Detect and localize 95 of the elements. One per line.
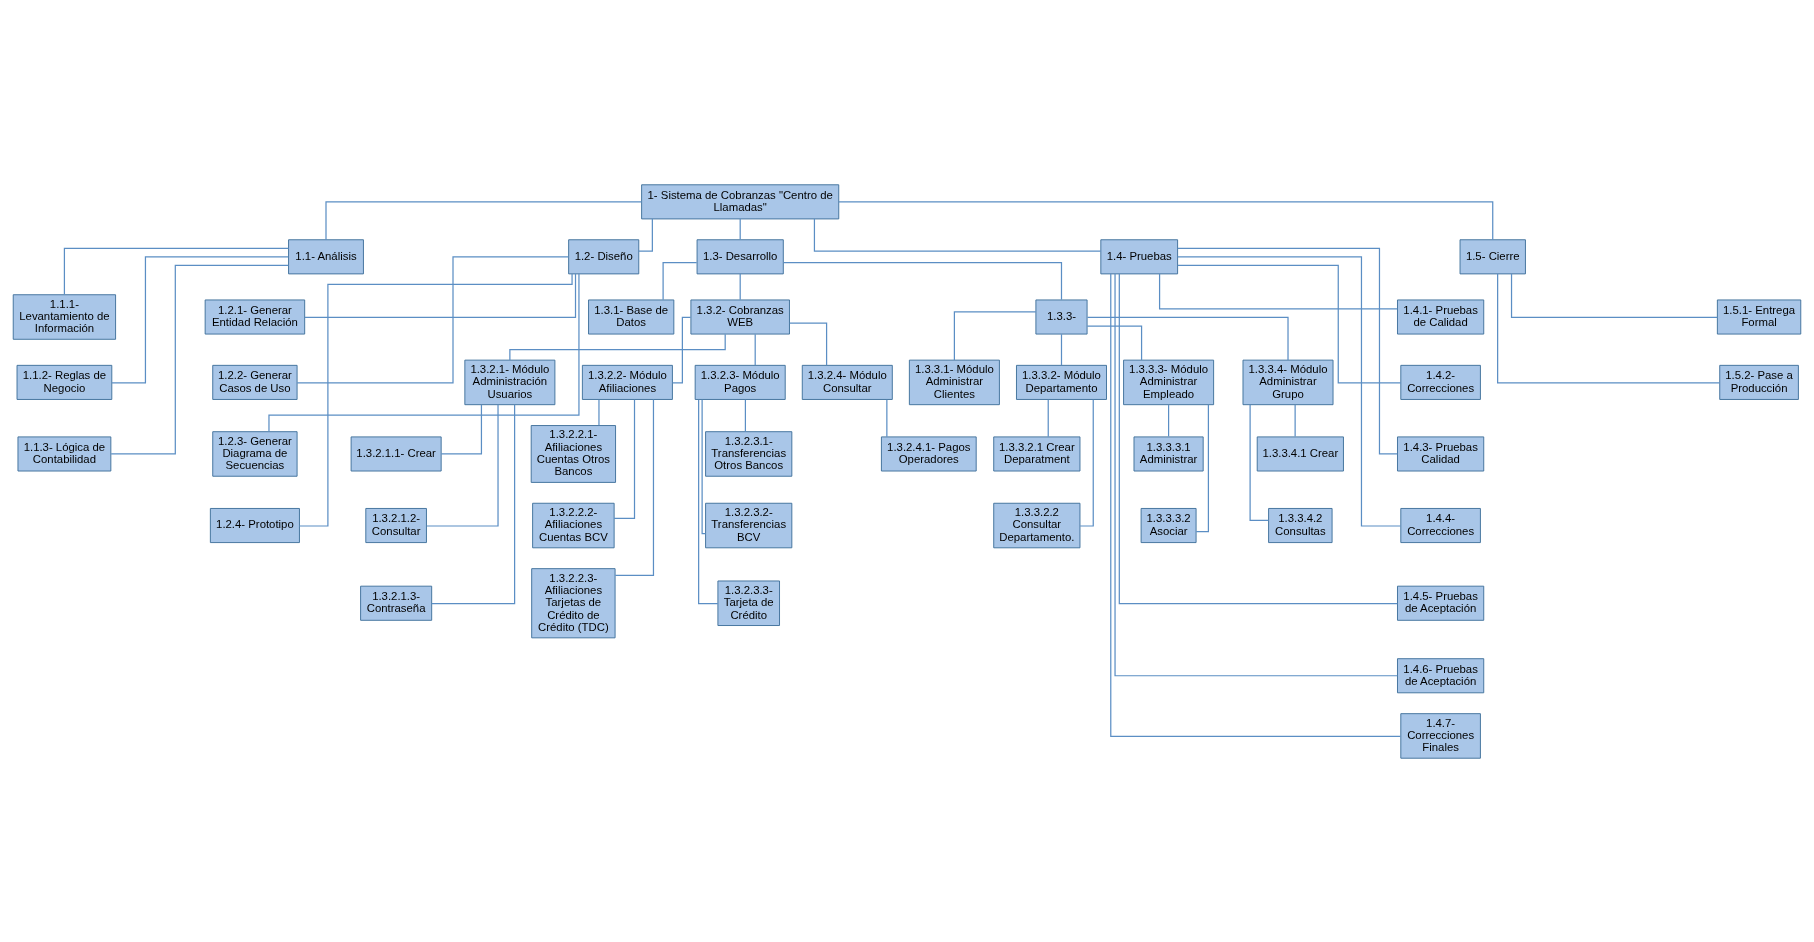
- node-box: 1.3.3.4- Módulo Administrar Grupo: [1242, 359, 1334, 405]
- node-box: 1.4.1- Pruebas de Calidad: [1397, 298, 1485, 335]
- connector: [1294, 403, 1296, 437]
- node-box: 1.4.5- Pruebas de Aceptación: [1397, 585, 1485, 621]
- node-box: 1.3.2.2.2- Afiliaciones Cuentas BCV: [532, 502, 615, 548]
- connector: [671, 316, 692, 383]
- connector: [1110, 272, 1402, 737]
- node-box: 1.3.2.1.2- Consultar: [365, 507, 427, 543]
- node-box: 1.1.3- Lógica de Contabilidad: [17, 435, 112, 471]
- connector: [613, 398, 636, 519]
- connector: [1086, 324, 1143, 361]
- connector: [325, 200, 643, 240]
- connector: [1114, 272, 1398, 676]
- connector: [1167, 403, 1170, 437]
- connector: [1177, 247, 1398, 455]
- connector: [1060, 333, 1063, 366]
- node-box: 1.1- Análisis: [288, 238, 364, 274]
- node-box: 1.3.2.1.1- Crear: [350, 435, 442, 471]
- node-box: 1.3.2.4- Módulo Consultar: [801, 364, 893, 400]
- node-box: 1.3.2.2.1- Afiliaciones Cuentas Otros Bancos: [530, 424, 617, 483]
- node-box: 1.1.2- Reglas de Negocio: [16, 364, 113, 400]
- node-box: 1.4.3- Pruebas Calidad: [1397, 435, 1485, 471]
- connector: [111, 255, 289, 383]
- connector: [782, 261, 1063, 300]
- connector: [886, 398, 888, 437]
- node-box: 1.3.3.4.1 Crear: [1256, 435, 1344, 471]
- node-box: 1.3.3.2.1 Crear Deparatment: [993, 435, 1081, 471]
- connector: [598, 398, 600, 426]
- node-box: 1.3.2.3.1- Transferencias Otros Bancos: [705, 430, 793, 477]
- connector: [1195, 403, 1209, 532]
- node-box: 1.3.2.2- Módulo Afiliaciones: [581, 364, 673, 400]
- node-box: 1.3.2.1.3- Contraseña: [360, 585, 433, 621]
- connector: [1118, 272, 1398, 604]
- connector: [953, 310, 1037, 361]
- node-box: 1.4.7- Correcciones Finales: [1400, 712, 1481, 759]
- connector: [1497, 272, 1721, 383]
- node-box: 1.3.2.3.3- Tarjeta de Crédito: [717, 580, 780, 626]
- connector: [739, 217, 741, 240]
- connector: [1086, 316, 1289, 361]
- connector: [431, 403, 516, 604]
- connector: [1510, 272, 1718, 318]
- connector: [1047, 398, 1049, 437]
- node-box: 1.2.4- Prototipo: [209, 507, 300, 543]
- node-box: 1.3- Desarrollo: [696, 238, 784, 274]
- connector: [838, 200, 1494, 240]
- node-box: 1.3.3.3- Módulo Administrar Empleado: [1123, 359, 1215, 405]
- node-box: 1.5.2- Pase a Producción: [1719, 364, 1799, 400]
- node-box: 1.3.2- Cobranzas WEB: [690, 298, 790, 335]
- connector: [614, 398, 655, 576]
- node-box: 1.3.3.2- Módulo Departamento: [1016, 364, 1107, 400]
- node-box: 1.3.2.1- Módulo Administración Usuarios: [464, 359, 556, 405]
- node-box: 1.3.3.3.1 Administrar: [1133, 435, 1204, 471]
- connector: [440, 403, 483, 455]
- node-box: 1.4.6- Pruebas de Aceptación: [1397, 657, 1485, 693]
- node-box: 1.3.3.1- Módulo Administrar Clientes: [908, 359, 1000, 405]
- node-box: 1.5.1- Entrega Formal: [1716, 298, 1802, 335]
- connector: [304, 272, 577, 318]
- node-box: 1.3.2.3.2- Transferencias BCV: [705, 502, 793, 548]
- node-box: 1.3.3.2.2 Consultar Departamento.: [993, 502, 1081, 548]
- node-box: 1.4.2- Correcciones: [1400, 364, 1481, 400]
- node-box: 1.2- Diseño: [568, 238, 640, 274]
- connector: [63, 247, 290, 295]
- node-box: 1- Sistema de Cobranzas "Centro de Llamadas": [641, 183, 840, 219]
- node-box: 1.4.4- Correcciones: [1400, 507, 1481, 543]
- connector: [296, 255, 569, 383]
- node-box: 1.3.3.3.2 Asociar: [1140, 507, 1197, 543]
- connector: [1177, 264, 1402, 383]
- connector: [739, 272, 741, 300]
- node-box: 1.3.3-: [1035, 298, 1088, 335]
- connector: [1158, 272, 1398, 310]
- node-box: 1.2.2- Generar Casos de Uso: [212, 364, 298, 400]
- connector: [662, 261, 698, 300]
- connector: [638, 217, 653, 252]
- connector: [110, 264, 289, 455]
- node-box: 1.3.3.4.2 Consultas: [1268, 507, 1333, 543]
- connector: [509, 333, 726, 361]
- node-box: 1.3.2.2.3- Afiliaciones Tarjetas de Crédito de Crédito (TDC): [531, 567, 616, 638]
- connector: [1177, 255, 1402, 527]
- node-box: 1.3.2.3- Módulo Pagos: [694, 364, 786, 400]
- node-box: 1.3.2.4.1- Pagos Operadores: [880, 435, 977, 471]
- node-box: 1.2.1- Generar Entidad Relación: [204, 298, 306, 335]
- connector: [426, 403, 499, 527]
- connector: [744, 398, 746, 432]
- connector: [813, 217, 1102, 252]
- connector: [701, 398, 707, 534]
- connector: [1079, 398, 1094, 527]
- connector: [789, 322, 828, 366]
- connector: [298, 272, 573, 527]
- node-box: 1.1.1- Levantamiento de Información: [12, 293, 117, 340]
- node-box: 1.3.1- Base de Datos: [588, 298, 675, 335]
- connector: [268, 272, 580, 432]
- node-box: 1.4- Pruebas: [1100, 238, 1179, 274]
- node-box: 1.5- Cierre: [1459, 238, 1526, 274]
- connector: [754, 333, 756, 366]
- node-box: 1.2.3- Generar Diagrama de Secuencias: [212, 430, 298, 477]
